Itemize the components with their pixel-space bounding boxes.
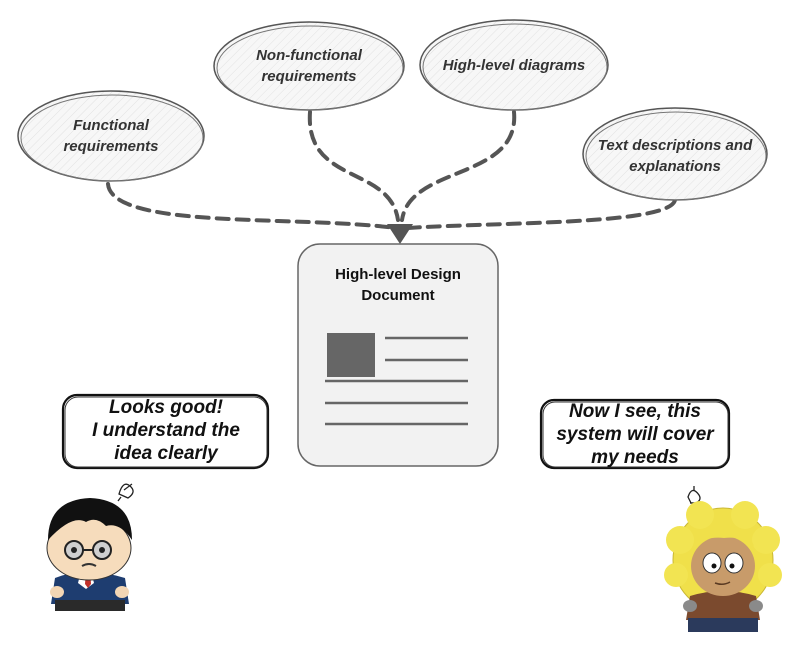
character-woman-avatar — [664, 501, 782, 632]
arrows — [106, 110, 677, 230]
arrow-from-text-descriptions — [406, 198, 677, 230]
bubble-text-descriptions-label: Text descriptions and explanations — [597, 137, 753, 175]
bubble-diagrams-label: High-level diagrams — [442, 57, 586, 74]
bubble-functional-label: Functional requirements — [63, 117, 159, 155]
image-placeholder — [327, 333, 375, 377]
lightbulb-doodle-icon — [687, 486, 701, 504]
arrow-from-diagrams — [400, 110, 517, 222]
arrow-from-functional — [106, 182, 397, 230]
speech-box-right — [539, 398, 731, 470]
bell-doodle-icon — [117, 483, 134, 502]
bubble-diagrams — [419, 19, 609, 111]
arrow-from-non-functional — [307, 110, 400, 222]
character-man-avatar — [46, 498, 132, 611]
speech-left-text: Looks good! I understand the idea clearl… — [92, 397, 240, 464]
arrowhead — [387, 224, 413, 244]
document-title: High-level Design Document — [335, 266, 461, 304]
document-card — [297, 243, 499, 467]
bubble-functional — [17, 90, 205, 182]
speech-box-left — [61, 393, 270, 470]
speech-right-text: Now I see, this system will cover my nee… — [556, 401, 714, 468]
bubble-non-functional-label: Non-functional requirements — [256, 47, 362, 85]
bubble-non-functional — [213, 21, 405, 111]
bubble-text-descriptions — [582, 107, 768, 201]
